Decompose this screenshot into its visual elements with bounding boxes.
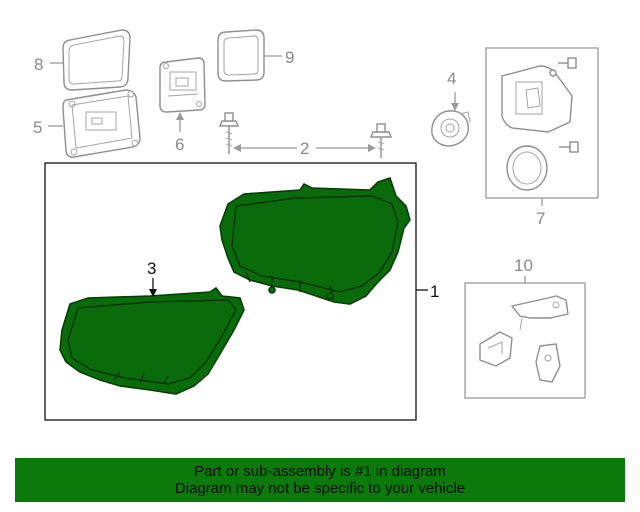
part-10-bracket-left[interactable] — [479, 331, 513, 367]
part-10-box — [464, 282, 586, 399]
part-1-headlamp-housing[interactable] — [219, 176, 411, 305]
parts-diagram: 8 5 6 9 — [33, 29, 599, 421]
part-7-ring[interactable] — [506, 145, 548, 191]
callout-5: 5 — [33, 118, 42, 137]
arrow-4-icon — [451, 103, 459, 111]
callout-1: 1 — [430, 282, 439, 301]
callout-10: 10 — [514, 256, 533, 275]
part-2-screw-left[interactable] — [218, 112, 240, 154]
part-3-headlamp-lens[interactable] — [59, 286, 245, 395]
callout-9: 9 — [285, 48, 294, 67]
part-6-led-module[interactable] — [159, 57, 206, 113]
part-5-control-module[interactable] — [62, 89, 141, 158]
part-10-bracket-top[interactable] — [510, 295, 569, 331]
part-2-screw-right[interactable] — [369, 123, 393, 158]
part-9-seal[interactable] — [217, 29, 265, 82]
banner-line-1: Part or sub-assembly is #1 in diagram — [194, 463, 446, 480]
footer-banner: Part or sub-assembly is #1 in diagram Di… — [15, 458, 625, 502]
part-7-screw-top[interactable] — [558, 57, 577, 69]
part-10-bracket-right[interactable] — [535, 343, 561, 383]
part-7-housing[interactable] — [501, 65, 573, 133]
part-4-socket[interactable] — [431, 110, 471, 147]
part-7-screw-bottom[interactable] — [559, 141, 579, 153]
callout-3: 3 — [147, 259, 156, 278]
callout-4: 4 — [447, 69, 456, 88]
part-1-box — [44, 162, 417, 421]
part-8-gasket[interactable] — [62, 29, 131, 91]
arrow-2b-icon — [368, 144, 376, 152]
arrow-6-icon — [176, 112, 184, 120]
arrow-3-icon — [149, 289, 157, 297]
callout-8: 8 — [34, 55, 43, 74]
banner-line-2: Diagram may not be specific to your vehi… — [174, 480, 466, 497]
callout-7: 7 — [536, 209, 545, 228]
arrow-2a-icon — [233, 144, 241, 152]
callout-2: 2 — [300, 139, 309, 158]
callout-6: 6 — [175, 135, 184, 154]
